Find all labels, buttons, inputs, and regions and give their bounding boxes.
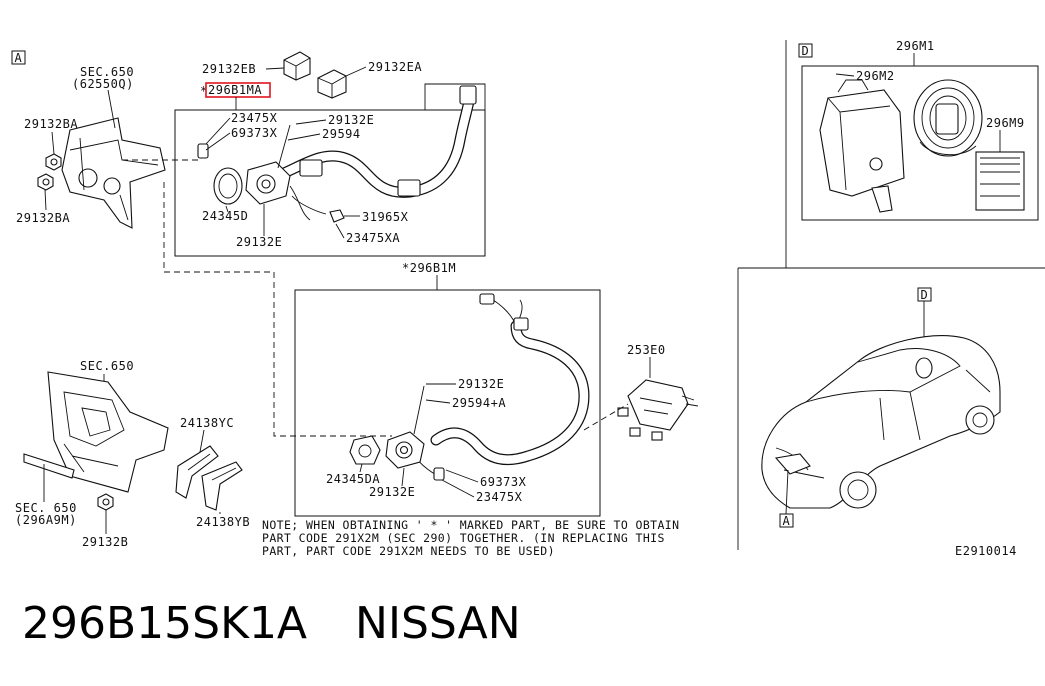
- label-23475x-bottom: 23475X: [476, 490, 523, 504]
- label-sec650-bottom-code: (296A9M): [15, 513, 77, 527]
- note-line-1: NOTE; WHEN OBTAINING ' * ' MARKED PART, …: [262, 518, 679, 532]
- seal-24345d: [213, 167, 243, 205]
- label-29132e-top-b: 29132E: [236, 235, 282, 249]
- label-253e0: 253E0: [627, 343, 666, 357]
- front-bulkhead-bracket: [47, 371, 169, 493]
- view-marker-d-top: D: [798, 43, 813, 58]
- label-69373x-top: 69373X: [231, 126, 278, 140]
- label-29132ea: 29132EA: [368, 60, 422, 74]
- label-29132e-bottom-a: 29132E: [458, 377, 504, 391]
- top-assembly-box-tab: [424, 83, 486, 110]
- svg-text:D: D: [802, 44, 810, 58]
- label-29132e-bottom-b: 29132E: [369, 485, 415, 499]
- leader-dashed-lower: [163, 182, 392, 437]
- top-charge-cable: [266, 85, 477, 221]
- bolt-29132ba-upper: [45, 153, 62, 171]
- leader-dashed-253e0: [583, 403, 629, 431]
- label-24138yc: 24138YC: [180, 416, 234, 430]
- label-sec650-top-code: (62550Q): [72, 77, 134, 91]
- label-sec650-bottom: SEC. 650: [15, 501, 77, 515]
- kit-panel-box: [801, 65, 1039, 221]
- bolt-29132b: [97, 493, 114, 511]
- seal-24345da: [349, 435, 381, 465]
- panel-296a9m: [23, 453, 75, 479]
- storage-bag-296m2: [819, 79, 905, 213]
- clip-29132ea: [317, 69, 347, 99]
- svg-text:D: D: [921, 288, 929, 302]
- note-line-2: PART CODE 291X2M (SEC 290) TOGETHER. (IN…: [262, 531, 665, 545]
- bolt-29132ba-lower: [37, 173, 54, 191]
- connector-23475x-bottom: [433, 467, 445, 481]
- coiled-cable-296m1: [913, 79, 983, 157]
- label-29594a: 29594+A: [452, 396, 506, 410]
- vehicle-illustration: [761, 335, 1001, 509]
- label-highlighted-part: 296B1MA: [208, 83, 262, 97]
- part-caption: 296B15SK1A NISSAN: [22, 598, 521, 649]
- bottom-charge-cable: [411, 293, 590, 479]
- manual-296m9: [975, 151, 1025, 211]
- label-29132b: 29132B: [82, 535, 128, 549]
- label-31965x: 31965X: [362, 210, 409, 224]
- module-253e0: [617, 379, 699, 441]
- charge-port-bottom: [385, 431, 425, 469]
- bolt-31965x: [329, 209, 345, 223]
- top-assembly-box: [174, 109, 486, 257]
- view-marker-d-vehicle: D: [917, 287, 932, 302]
- label-bolt-upper: 29132BA: [24, 117, 78, 131]
- label-24345d: 24345D: [202, 209, 248, 223]
- svg-text:A: A: [15, 51, 23, 65]
- label-69373x-bottom: 69373X: [480, 475, 527, 489]
- label-23475x-top: 23475X: [231, 111, 278, 125]
- bracket-24138yb: [201, 461, 243, 511]
- label-296m1: 296M1: [896, 39, 935, 53]
- label-sec650-mid: SEC.650: [80, 359, 134, 373]
- connector-23475x-top: [197, 143, 209, 159]
- label-29594: 29594: [322, 127, 361, 141]
- bracket-24138yc: [175, 445, 219, 499]
- label-star-marker: *: [200, 84, 208, 98]
- view-marker-a-top: A: [11, 50, 26, 65]
- label-296b1m: *296B1M: [402, 261, 456, 275]
- label-24138yb: 24138YB: [196, 515, 250, 529]
- label-sec650-top: SEC.650: [80, 65, 134, 79]
- highlight-box: [205, 82, 271, 98]
- label-24345da: 24345DA: [326, 472, 380, 486]
- bottom-assembly-box: [294, 289, 601, 517]
- label-bolt-lower: 29132BA: [16, 211, 70, 225]
- left-upper-bracket: [61, 117, 166, 229]
- svg-text:A: A: [783, 514, 791, 528]
- label-23475xa: 23475XA: [346, 231, 400, 245]
- clip-29132eb: [283, 51, 311, 81]
- view-marker-a-vehicle: A: [779, 513, 794, 528]
- brand-name: NISSAN: [355, 598, 521, 649]
- charge-port-top: [245, 161, 291, 205]
- label-296m9: 296M9: [986, 116, 1025, 130]
- note-line-3: PART, PART CODE 291X2M NEEDS TO BE USED): [262, 544, 555, 558]
- part-number: 296B15SK1A: [22, 598, 308, 649]
- label-29132eb: 29132EB: [202, 62, 256, 76]
- figure-code: E2910014: [955, 544, 1017, 558]
- label-296m2: 296M2: [856, 69, 895, 83]
- label-29132e-top-a: 29132E: [328, 113, 374, 127]
